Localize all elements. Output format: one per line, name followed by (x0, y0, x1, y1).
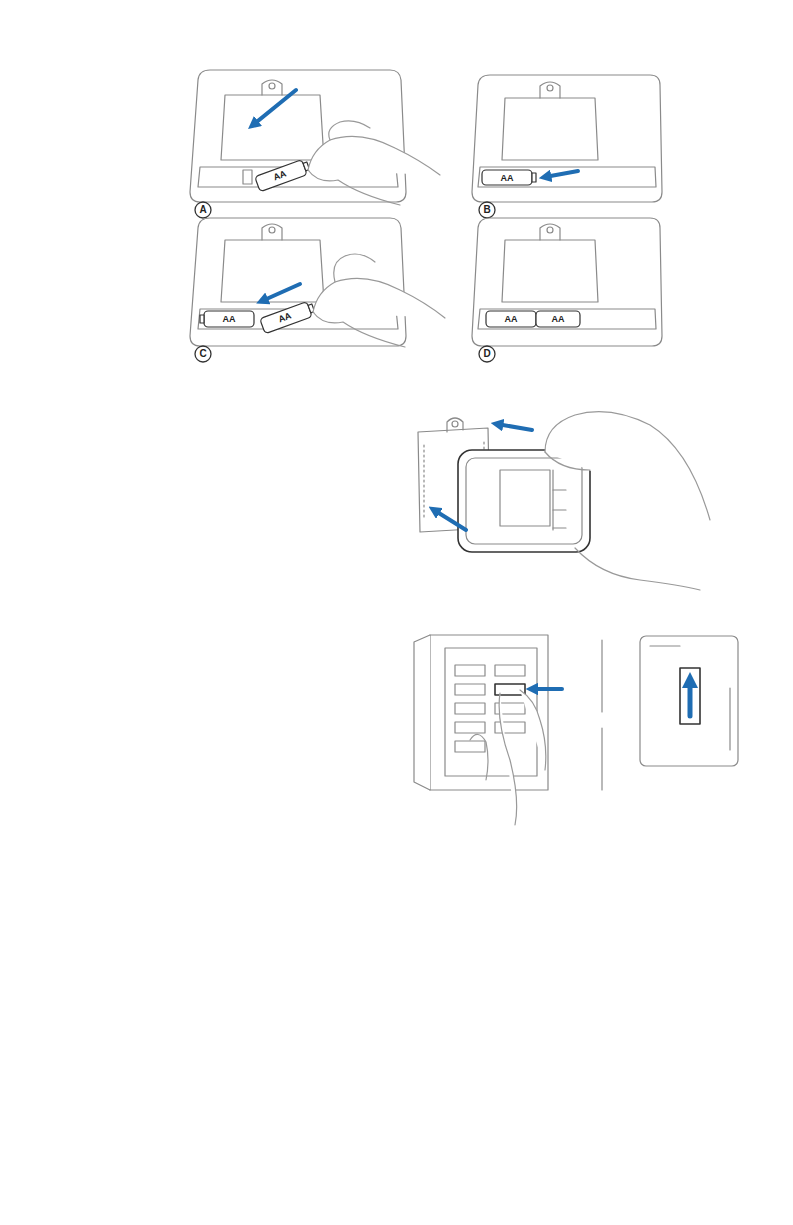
battery-plate-c (190, 218, 445, 362)
battery-plate-a (190, 70, 440, 218)
battery-plate-b (472, 75, 662, 218)
step-letter: B (483, 205, 490, 215)
battery-label: AA (223, 315, 236, 324)
battery-plate-d (472, 218, 662, 362)
battery-label: AA (501, 174, 514, 183)
battery-label: AA (552, 315, 565, 324)
step-letter: D (483, 349, 490, 359)
thermostat-mounting (418, 412, 710, 590)
step-letter: A (199, 205, 206, 215)
step-letter: C (199, 349, 206, 359)
breaker-panel (414, 635, 738, 825)
battery-label: AA (505, 315, 518, 324)
